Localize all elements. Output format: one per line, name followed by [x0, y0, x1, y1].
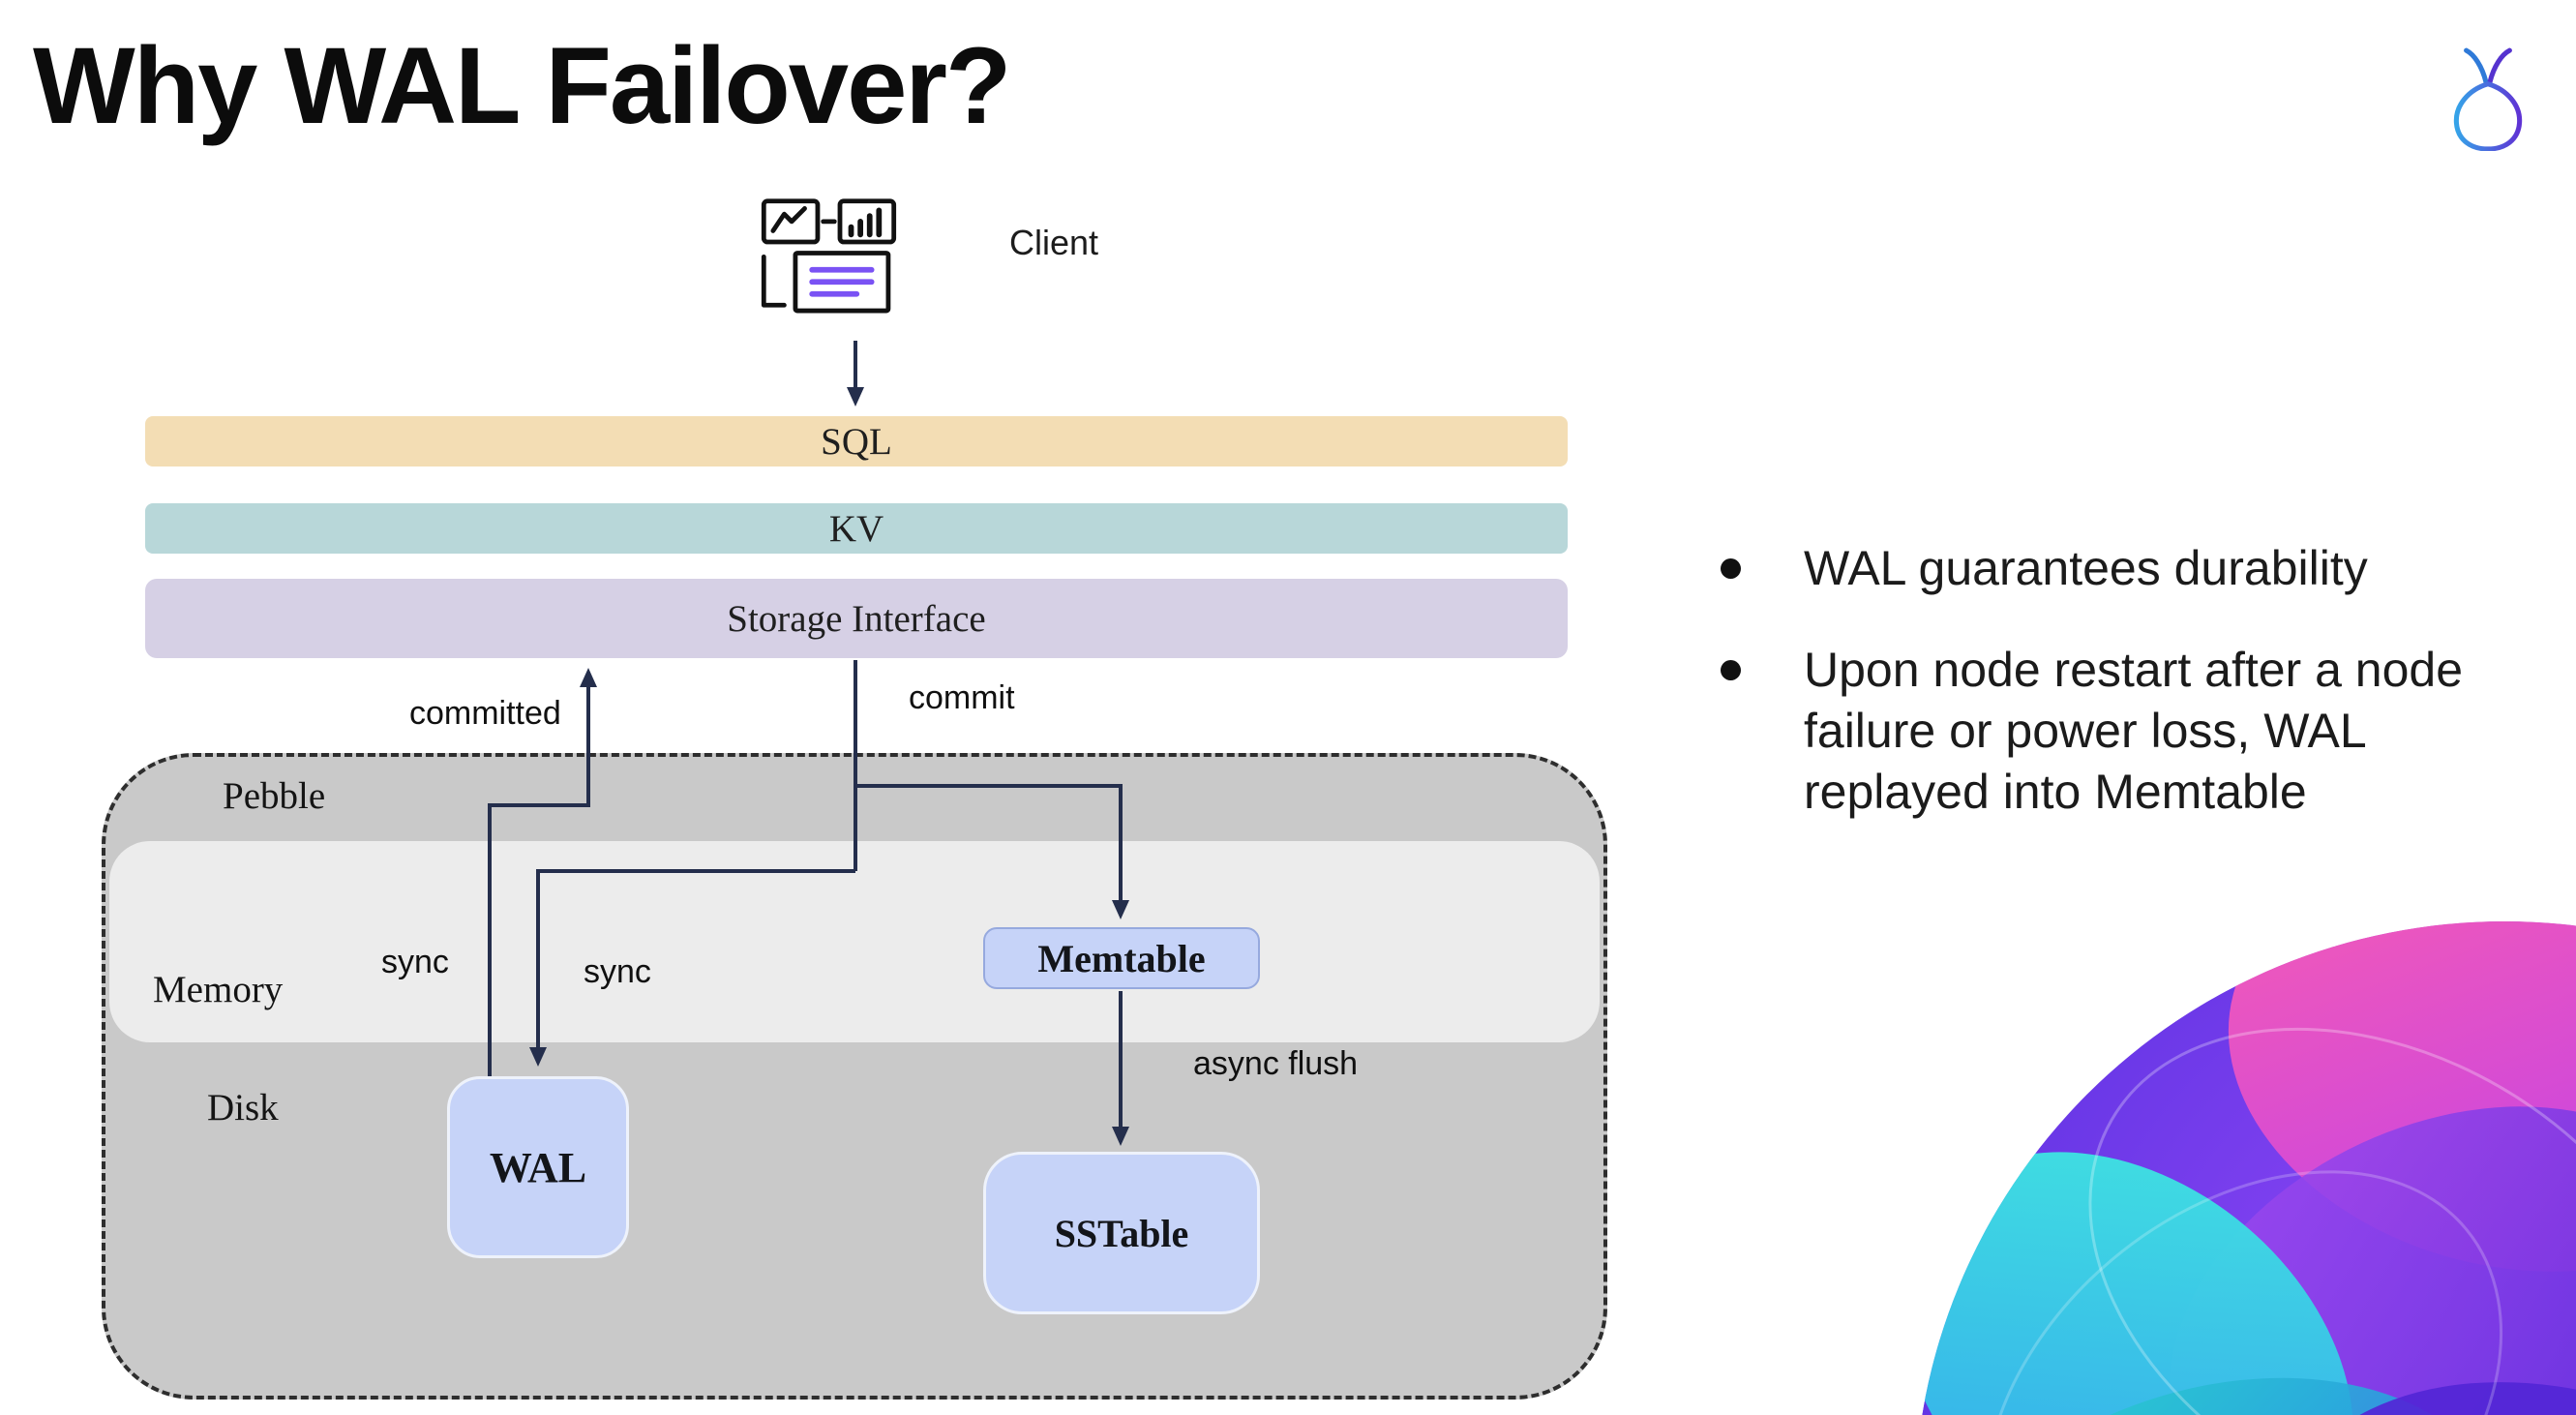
memory-region	[109, 841, 1600, 1042]
sstable-node: SSTable	[983, 1152, 1260, 1314]
edge-label-sync-up: sync	[381, 944, 449, 980]
bullet-item: WAL guarantees durability	[1721, 538, 2572, 599]
layer-kv: KV	[145, 503, 1568, 554]
edge-label-sync-down: sync	[584, 953, 651, 990]
bullet-list: WAL guarantees durability Upon node rest…	[1721, 538, 2572, 863]
bullet-item: Upon node restart after a node failure o…	[1721, 640, 2572, 823]
memory-label: Memory	[153, 969, 284, 1010]
slide-title: Why WAL Failover?	[33, 25, 1011, 146]
layer-sql: SQL	[145, 416, 1568, 467]
bullet-dot	[1721, 558, 1741, 579]
layer-storage-interface-label: Storage Interface	[727, 597, 986, 640]
layer-sql-label: SQL	[821, 420, 892, 463]
client-label: Client	[1009, 223, 1099, 262]
disk-label: Disk	[207, 1087, 279, 1129]
bullet-dot	[1721, 660, 1741, 680]
pebble-label: Pebble	[223, 775, 326, 817]
edge-label-committed: committed	[409, 695, 561, 732]
bullet-text: Upon node restart after a node failure o…	[1804, 643, 2464, 819]
cockroachdb-brand-art	[1904, 912, 2576, 1415]
memtable-node: Memtable	[983, 927, 1260, 989]
layer-storage-interface: Storage Interface	[145, 579, 1568, 658]
wal-node-label: WAL	[489, 1143, 587, 1191]
bullet-text: WAL guarantees durability	[1804, 541, 2368, 595]
memtable-node-label: Memtable	[1037, 936, 1206, 980]
layer-kv-label: KV	[828, 507, 884, 550]
edge-label-async-flush: async flush	[1193, 1045, 1359, 1082]
client-icon	[747, 194, 933, 337]
cockroachdb-logo-icon	[2439, 45, 2537, 152]
wal-node: WAL	[447, 1076, 629, 1258]
edge-label-commit: commit	[909, 679, 1015, 716]
sstable-node-label: SSTable	[1054, 1211, 1189, 1255]
